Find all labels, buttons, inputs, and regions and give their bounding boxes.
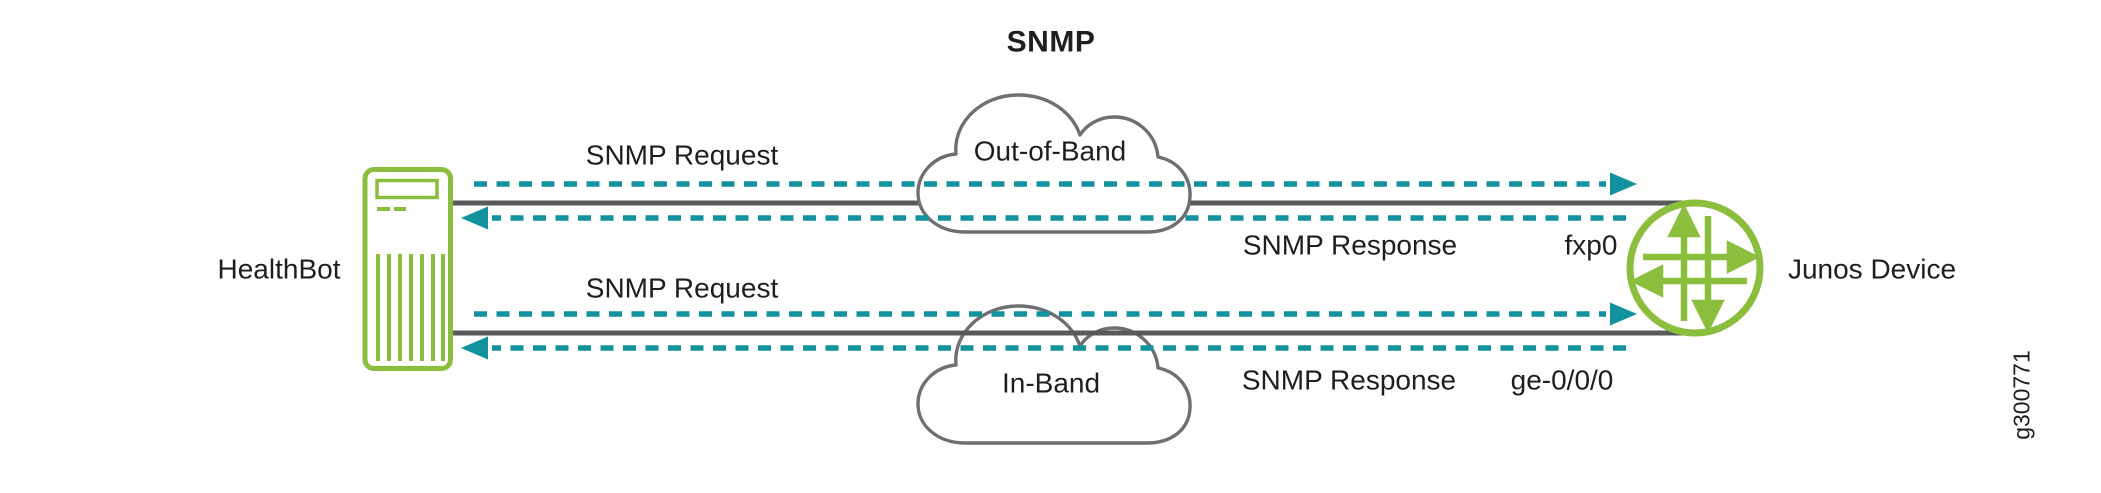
junos-router-icon bbox=[1626, 199, 1764, 337]
diagram-title: SNMP bbox=[1006, 25, 1096, 59]
oob-request-label: SNMP Request bbox=[585, 139, 779, 171]
inband-response-label: SNMP Response bbox=[1241, 364, 1457, 396]
out-of-band-cloud-label: Out-of-Band bbox=[973, 135, 1127, 167]
oob-request-arrow bbox=[474, 172, 1637, 196]
oob-response-label: SNMP Response bbox=[1242, 229, 1458, 261]
healthbot-node-label: HealthBot bbox=[217, 253, 341, 285]
oob-response-arrow bbox=[461, 206, 1626, 230]
healthbot-server-icon bbox=[362, 167, 453, 371]
in-band-cloud-icon bbox=[916, 304, 1192, 445]
figure-id-label: g300771 bbox=[2008, 350, 2035, 440]
oob-interface-label: fxp0 bbox=[1564, 229, 1618, 261]
out-of-band-cloud-icon bbox=[916, 93, 1192, 234]
inband-request-arrow bbox=[474, 302, 1637, 326]
in-band-cloud-label: In-Band bbox=[1001, 367, 1101, 399]
inband-request-label: SNMP Request bbox=[585, 272, 779, 304]
inband-response-arrow bbox=[461, 336, 1626, 360]
inband-interface-label: ge-0/0/0 bbox=[1510, 364, 1614, 396]
junos-device-node-label: Junos Device bbox=[1787, 253, 1957, 285]
